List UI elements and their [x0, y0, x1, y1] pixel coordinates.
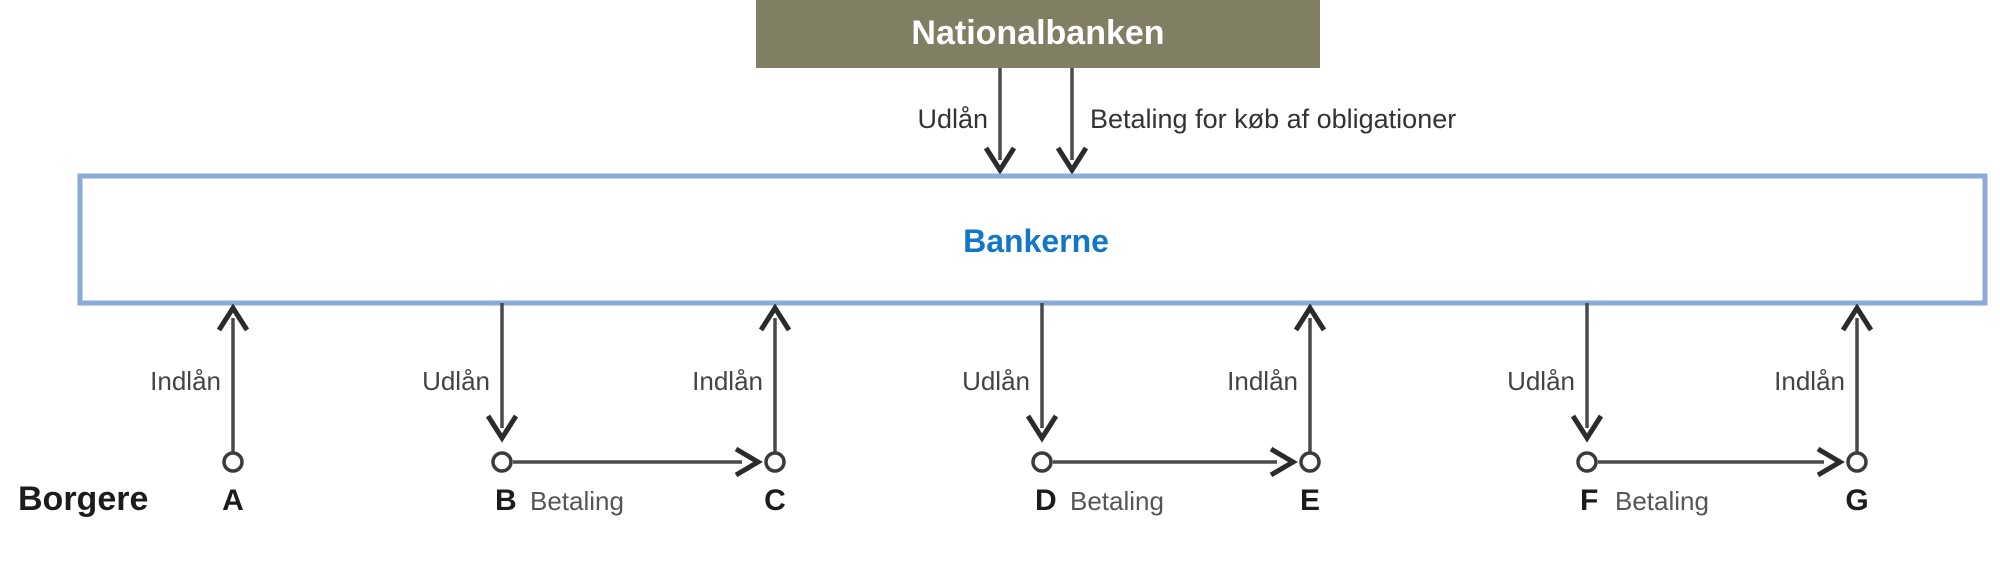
node-E-arrow-head-up: [1293, 303, 1327, 332]
bankerne-box[interactable]: Bankerne: [77, 173, 1988, 306]
cb-obligationer-arrow-head: [1055, 146, 1089, 175]
node-G-arrow-head-up: [1840, 303, 1874, 332]
node-C-flow-label: Indlån: [692, 366, 763, 396]
cb-udlaan-arrow-head: [983, 146, 1017, 175]
node-A-letter: A: [222, 484, 244, 517]
node-F-flow-label: Udlån: [1507, 366, 1575, 396]
node-A-arrow-head-up: [216, 303, 250, 332]
bankerne-box-outline: [77, 173, 1988, 306]
payment-fg-label: Betaling: [1615, 486, 1709, 516]
payment-de-label: Betaling: [1070, 486, 1164, 516]
node-F-letter: F: [1580, 484, 1598, 517]
cb-obligationer-label: Betaling for køb af obligationer: [1090, 104, 1456, 134]
payment-flow-de: Betaling: [1053, 446, 1298, 516]
node-E-circle[interactable]: [1299, 451, 1321, 473]
node-B-letter: B: [495, 484, 517, 517]
node-C-circle[interactable]: [764, 451, 786, 473]
node-B-arrow-head-down: [485, 414, 519, 443]
node-D-flow-label: Udlån: [962, 366, 1030, 396]
node-group-G[interactable]: Indlån G: [1774, 303, 1874, 517]
payment-de-arrow-head: [1269, 446, 1298, 478]
node-D-circle[interactable]: [1031, 451, 1053, 473]
node-E-flow-label: Indlån: [1227, 366, 1298, 396]
node-F-arrow-head-down: [1570, 414, 1604, 443]
payment-bc-label: Betaling: [530, 486, 624, 516]
node-E-letter: E: [1300, 484, 1320, 517]
node-group-C[interactable]: Indlån C: [692, 303, 792, 517]
node-group-E[interactable]: Indlån E: [1227, 303, 1327, 517]
node-group-B[interactable]: Udlån B: [422, 303, 519, 517]
node-B-flow-label: Udlån: [422, 366, 490, 396]
nationalbanken-box-fill: [756, 0, 1320, 68]
node-C-arrow-head-up: [758, 303, 792, 332]
payment-flow-bc: Betaling: [513, 446, 763, 516]
node-D-letter: D: [1035, 484, 1057, 517]
node-D-arrow-head-down: [1025, 414, 1059, 443]
node-G-circle[interactable]: [1846, 451, 1868, 473]
node-B-circle[interactable]: [491, 451, 513, 473]
borgere-row-label: Borgere: [18, 480, 148, 518]
payment-bc-arrow-head: [734, 446, 763, 478]
central-bank-flow-udlaan: Udlån: [917, 68, 1017, 175]
nationalbanken-box[interactable]: Nationalbanken: [756, 0, 1320, 68]
node-A-flow-label: Indlån: [150, 366, 221, 396]
node-A-circle[interactable]: [222, 451, 244, 473]
payment-fg-arrow-head: [1816, 446, 1845, 478]
node-C-letter: C: [764, 484, 786, 517]
nationalbanken-label: Nationalbanken: [911, 14, 1164, 52]
node-group-A[interactable]: Indlån A: [150, 303, 250, 517]
central-bank-flow-obligationer: Betaling for køb af obligationer: [1055, 68, 1456, 175]
node-G-flow-label: Indlån: [1774, 366, 1845, 396]
node-G-letter: G: [1845, 484, 1868, 517]
node-group-F[interactable]: Udlån F: [1507, 303, 1604, 517]
payment-flow-fg: Betaling: [1598, 446, 1845, 516]
node-F-circle[interactable]: [1576, 451, 1598, 473]
cb-udlaan-label: Udlån: [917, 104, 988, 134]
bankerne-label: Bankerne: [963, 223, 1109, 259]
node-group-D[interactable]: Udlån D: [962, 303, 1059, 517]
